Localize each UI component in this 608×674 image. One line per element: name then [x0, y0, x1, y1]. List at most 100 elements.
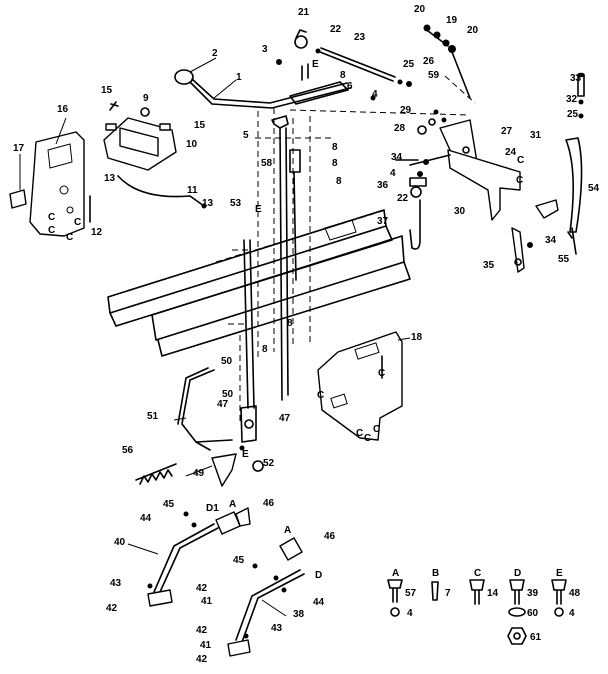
callout-c16: 16	[57, 104, 69, 115]
side-panel-18	[317, 331, 403, 441]
letter-mark-7: C	[317, 390, 324, 401]
callout-c12: 12	[91, 227, 103, 238]
hardware-legend-labels: A 57 B7 C 14 D 39 E 48 4 60 4 61	[392, 568, 581, 643]
callout-c15a: 15	[101, 85, 113, 96]
bracket-30	[409, 109, 521, 221]
legend-number-A: 57	[405, 588, 417, 599]
callout-c17: 17	[13, 143, 25, 154]
callout-c20b: 20	[467, 25, 479, 36]
callout-c42b: 42	[196, 583, 208, 594]
legend-washer-d: 60	[527, 608, 539, 619]
hand-lever-31	[527, 72, 585, 255]
callout-cA2: A	[284, 525, 291, 536]
callout-c31: 31	[530, 130, 542, 141]
letter-mark-5: C	[516, 175, 523, 186]
lever-35	[511, 227, 525, 273]
letter-mark-10: C	[356, 428, 363, 439]
letter-mark-0: C	[48, 225, 55, 236]
legend-letter-C: C	[474, 568, 481, 579]
legend-nut-e: 4	[569, 608, 575, 619]
callout-c25a: 25	[403, 59, 415, 70]
callout-c8e: 8	[262, 344, 268, 355]
callout-c35: 35	[483, 260, 495, 271]
callout-c58: 58	[261, 158, 273, 169]
callout-c37: 37	[377, 216, 389, 227]
control-rods	[240, 115, 301, 443]
letter-mark-4: C	[517, 155, 524, 166]
callout-c9: 9	[143, 93, 149, 104]
callout-c43b: 43	[271, 623, 283, 634]
callout-c43a: 43	[110, 578, 122, 589]
callout-c42c: 42	[196, 625, 208, 636]
callout-c56: 56	[122, 445, 134, 456]
legend-locknut: 61	[530, 632, 542, 643]
letter-mark-1: C	[66, 232, 73, 243]
callout-c1: 1	[236, 72, 242, 83]
legend-number-D: 39	[527, 588, 539, 599]
legend-letter-D: D	[514, 568, 521, 579]
callout-c8b: 8	[332, 142, 338, 153]
callout-c10: 10	[186, 139, 198, 150]
lever-40	[147, 507, 251, 607]
callout-c3: 3	[262, 44, 268, 55]
callout-c30: 30	[454, 206, 466, 217]
shift-lever	[174, 63, 351, 109]
dash-panel-10	[103, 101, 207, 209]
callout-c5: 5	[243, 130, 249, 141]
callout-c4: 4	[372, 89, 378, 100]
callout-cD2: D	[315, 570, 322, 581]
callout-c8f: 8	[287, 318, 293, 329]
linkage-37	[395, 159, 429, 250]
callout-c41b: 41	[200, 640, 212, 651]
callout-c42a: 42	[106, 603, 118, 614]
callout-c36: 36	[377, 180, 389, 191]
callout-c50a: 50	[221, 356, 233, 367]
callout-c40: 40	[114, 537, 126, 548]
callout-c34a: 34	[391, 152, 403, 163]
callout-c59: 59	[428, 70, 440, 81]
callout-c2: 2	[212, 48, 218, 59]
callout-c53: 53	[230, 198, 242, 209]
callout-c29: 29	[400, 105, 412, 116]
callout-c33: 33	[570, 73, 582, 84]
letter-mark-3: C	[48, 212, 55, 223]
callout-c28: 28	[394, 123, 406, 134]
callout-c38: 38	[293, 609, 305, 620]
callout-c8: 8	[340, 70, 346, 81]
callout-c32: 32	[566, 94, 578, 105]
callout-c42d: 42	[196, 654, 208, 665]
legend-letter-A: A	[392, 568, 399, 579]
callout-c50b: 50	[222, 389, 234, 400]
callout-c46a: 46	[263, 498, 275, 509]
legend-number-C: 14	[487, 588, 499, 599]
linkage-49	[135, 367, 264, 487]
callout-cE1: E	[255, 204, 262, 215]
callout-cE2: E	[242, 449, 249, 460]
legend-letter-E: E	[556, 568, 563, 579]
callout-c47b: 47	[279, 413, 291, 424]
callout-c54: 54	[588, 183, 600, 194]
callout-c49: 49	[193, 468, 205, 479]
callout-c24: 24	[505, 147, 517, 158]
callout-c20a: 20	[414, 4, 426, 15]
callout-c51: 51	[147, 411, 159, 422]
legend-letter-B: B	[432, 568, 439, 579]
legend-number-B: 7	[445, 588, 451, 599]
callout-c55: 55	[558, 254, 570, 265]
callout-c34b: 34	[545, 235, 557, 246]
callout-c18: 18	[411, 332, 423, 343]
callout-c45b: 45	[233, 555, 245, 566]
letter-mark-2: C	[74, 217, 81, 228]
callout-c19: 19	[446, 15, 458, 26]
callout-c13b: 13	[202, 198, 214, 209]
callout-c26: 26	[423, 56, 435, 67]
callout-c52: 52	[263, 458, 275, 469]
callout-c4b: 4	[390, 168, 396, 179]
legend-nut-a: 4	[407, 608, 413, 619]
leader-lines	[19, 57, 411, 617]
callout-c7: E	[312, 59, 319, 70]
legend-number-E: 48	[569, 588, 581, 599]
